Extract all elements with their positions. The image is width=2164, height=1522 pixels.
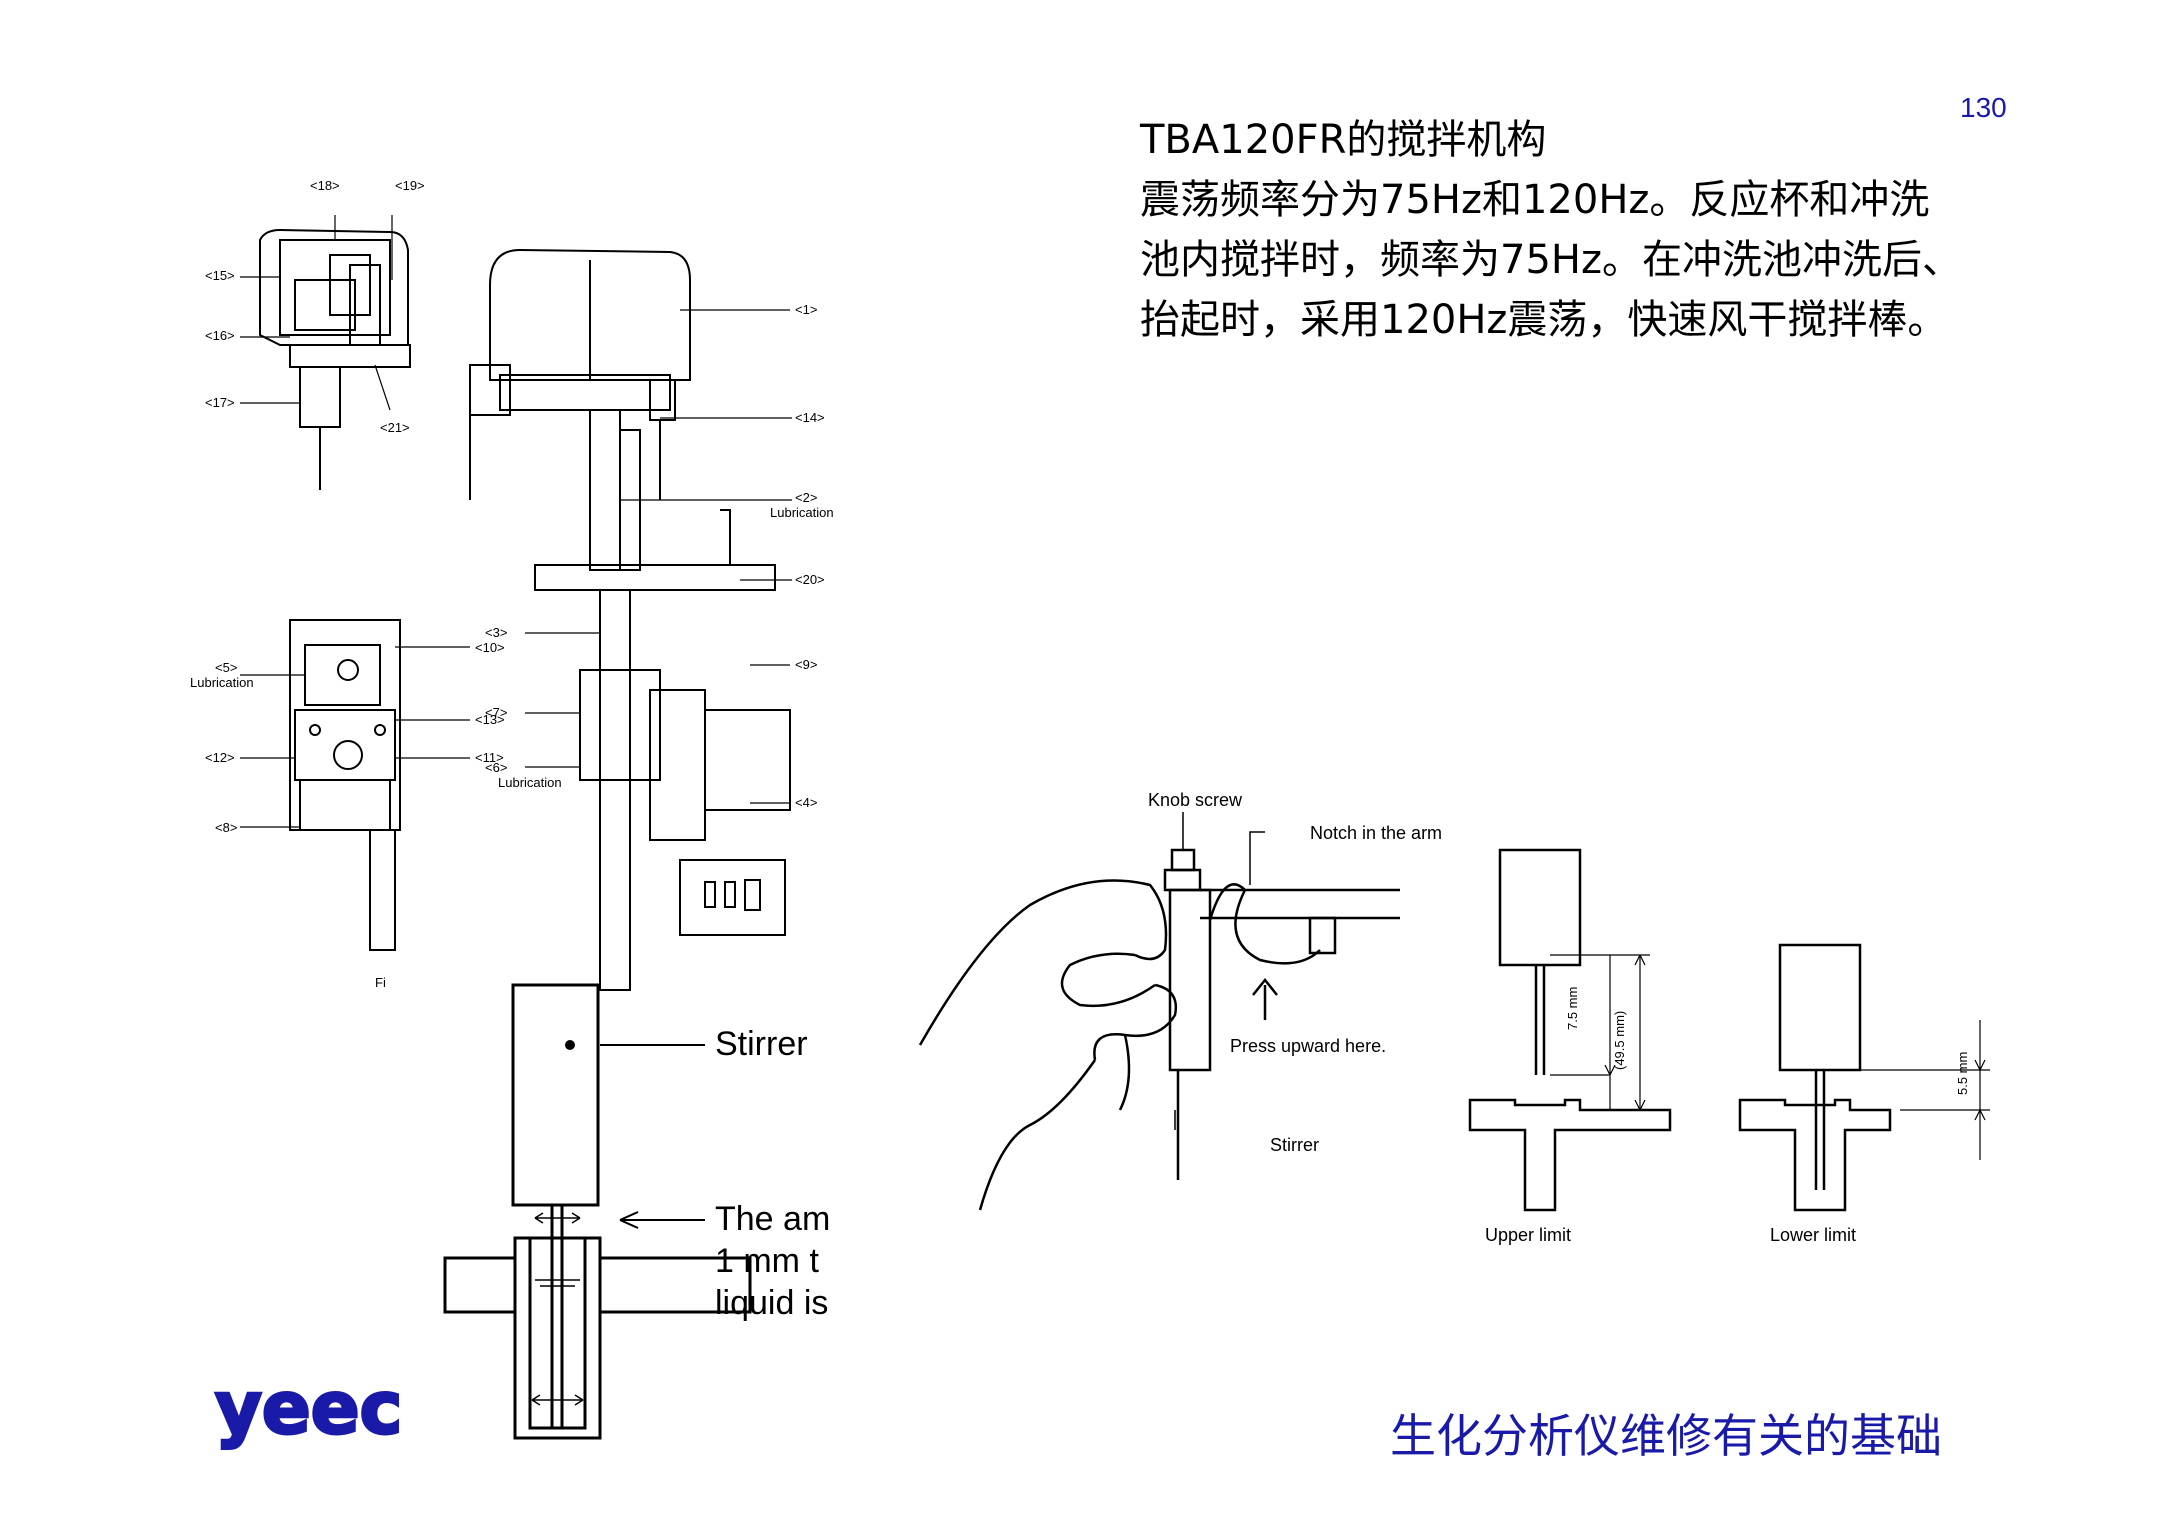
lubrication-label-3: Lubrication: [498, 775, 562, 790]
body-paragraph: 震荡频率分为75Hz和120Hz。反应杯和冲洗 池内搅拌时，频率为75Hz。在冲…: [1140, 170, 2020, 350]
stirrer-diagram: Stirrer The am 1 mm t liquid is: [440, 980, 840, 1460]
note-line-1: The am: [715, 1200, 831, 1238]
label-4: <4>: [795, 795, 818, 810]
stirrer-label: Stirrer: [715, 1025, 808, 1063]
mechanism-drawing: [240, 215, 792, 991]
slide-heading: TBA120FR的搅拌机构: [1140, 117, 1547, 163]
label-6: <6>: [485, 760, 508, 775]
label-11: <11>: [475, 750, 504, 765]
body-line-1: 震荡频率分为75Hz和120Hz。反应杯和冲洗: [1140, 177, 1930, 223]
note-line-2: 1 mm t: [715, 1242, 819, 1280]
logo-graphic: yeec: [214, 1365, 404, 1452]
notch-label: Notch in the arm: [1310, 823, 1443, 843]
figure-fragment-label: Fi: [375, 975, 386, 990]
body-line-2: 池内搅拌时，频率为75Hz。在冲洗池冲洗后、: [1140, 237, 1962, 283]
press-upward-label: Press upward here.: [1230, 1036, 1387, 1056]
limit-diagram: Upper limit Lower limit 7.5 mm (49.5 mm)…: [1468, 840, 2030, 1260]
dim-5-5-label: 5.5 mm: [1955, 1051, 1970, 1095]
label-7: <7>: [485, 705, 508, 720]
limit-drawing: [1468, 848, 1990, 1212]
label-18: <18>: [310, 178, 340, 193]
label-12: <12>: [205, 750, 235, 765]
dim-7-5-label: 7.5 mm: [1565, 986, 1580, 1030]
label-1: <1>: [795, 302, 818, 317]
label-3: <3>: [485, 625, 508, 640]
label-13: <13>: [475, 712, 505, 727]
label-19: <19>: [395, 178, 425, 193]
label-14: <14>: [795, 410, 825, 425]
svg-text:yeec: yeec: [215, 1366, 402, 1450]
label-9: <9>: [795, 657, 818, 672]
knob-screw-label: Knob screw: [1148, 790, 1243, 810]
label-17: <17>: [205, 395, 235, 410]
body-line-3: 抬起时，采用120Hz震荡，快速风干搅拌棒。: [1140, 297, 1948, 343]
note-line-3: liquid is: [715, 1284, 829, 1322]
label-10: <10>: [475, 640, 505, 655]
upper-limit-label: Upper limit: [1485, 1225, 1572, 1245]
hand-adjust-diagram: Knob screw Notch in the arm Press upward…: [918, 790, 1442, 1220]
stirrer-drawing: [443, 983, 752, 1440]
mechanism-diagram: <18> <19> <15> <16> <17> <21> <1> <14> <…: [180, 170, 860, 991]
dim-49-5-label: (49.5 mm): [1612, 1010, 1627, 1070]
lubrication-label-2: Lubrication: [190, 675, 254, 690]
label-21: <21>: [380, 420, 410, 435]
label-20: <20>: [795, 572, 825, 587]
label-5: <5>: [215, 660, 238, 675]
label-16: <16>: [205, 328, 235, 343]
footer-title: 生化分析仪维修有关的基础: [1390, 1409, 1942, 1463]
lower-limit-label: Lower limit: [1770, 1225, 1857, 1245]
label-2: <2>: [795, 490, 818, 505]
hand-drawing: [918, 812, 1400, 1211]
stirrer-hand-label: Stirrer: [1270, 1135, 1319, 1155]
label-15: <15>: [205, 268, 235, 283]
yeec-logo: yeec: [214, 1365, 404, 1459]
label-8: <8>: [215, 820, 238, 835]
lubrication-label-1: Lubrication: [770, 505, 834, 520]
page-number: 130: [1960, 92, 2007, 123]
